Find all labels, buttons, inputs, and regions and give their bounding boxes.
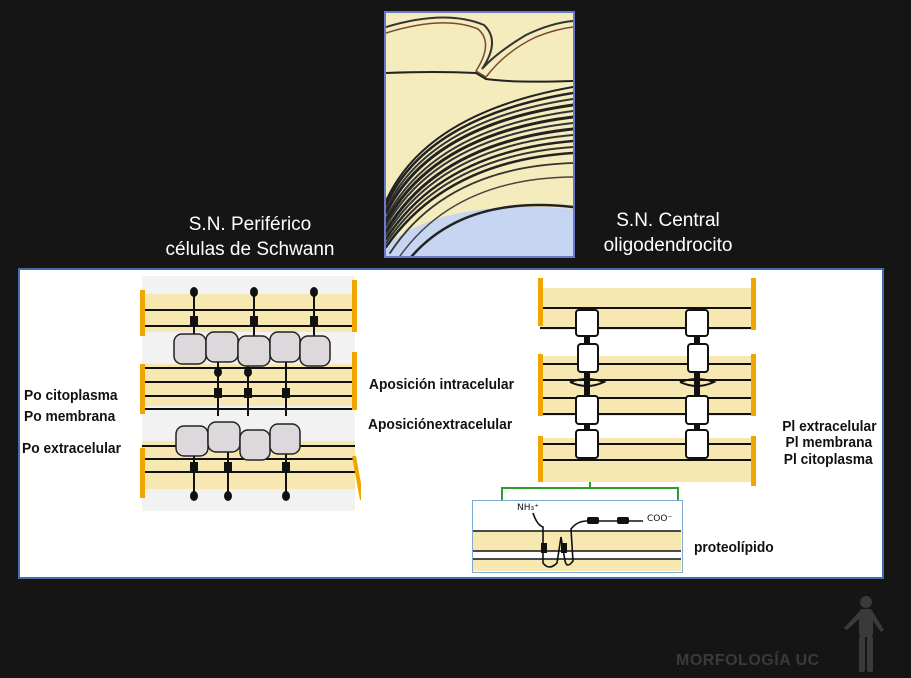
nh3-label: NH₃⁺ — [517, 503, 539, 513]
proteolipid-caption: proteolípido — [694, 539, 774, 556]
proteolipid-topology — [473, 512, 681, 571]
myelin-micrograph — [384, 11, 575, 258]
myelin-lamellae-image — [386, 13, 573, 256]
coo-label: COO⁻ — [647, 514, 673, 524]
label-pl-membrana: Pl membrana — [785, 434, 872, 451]
proteolipid-bracket — [501, 482, 679, 502]
central-heading-line2: oligodendrocito — [603, 235, 733, 256]
label-pl-extracelular: Pl extracelular — [782, 418, 877, 435]
peripheral-heading-line2: células de Schwann — [165, 239, 335, 260]
oligodendrocyte-myelin-diagram — [538, 278, 756, 486]
label-pl-citoplasma: Pl citoplasma — [784, 451, 873, 468]
label-po-membrana: Po membrana — [24, 408, 116, 425]
peripheral-heading: S.N. Periférico células de Schwann — [140, 212, 360, 262]
watermark-text: MORFOLOGÍA UC — [676, 652, 820, 669]
human-figure-icon — [844, 596, 884, 672]
label-po-extracelular: Po extracelular — [22, 440, 121, 457]
label-aposicion-extracelular: Aposiciónextracelular — [368, 416, 513, 433]
proteolipid-inset: NH₃⁺ COO⁻ — [472, 500, 683, 573]
central-heading-line1: S.N. Central — [616, 210, 720, 231]
central-heading: S.N. Central oligodendrocito — [578, 208, 758, 258]
peripheral-heading-line1: S.N. Periférico — [188, 214, 312, 235]
label-aposicion-intracelular: Aposición intracelular — [369, 376, 514, 393]
schwann-myelin-diagram — [140, 276, 361, 511]
label-po-citoplasma: Po citoplasma — [24, 387, 118, 404]
